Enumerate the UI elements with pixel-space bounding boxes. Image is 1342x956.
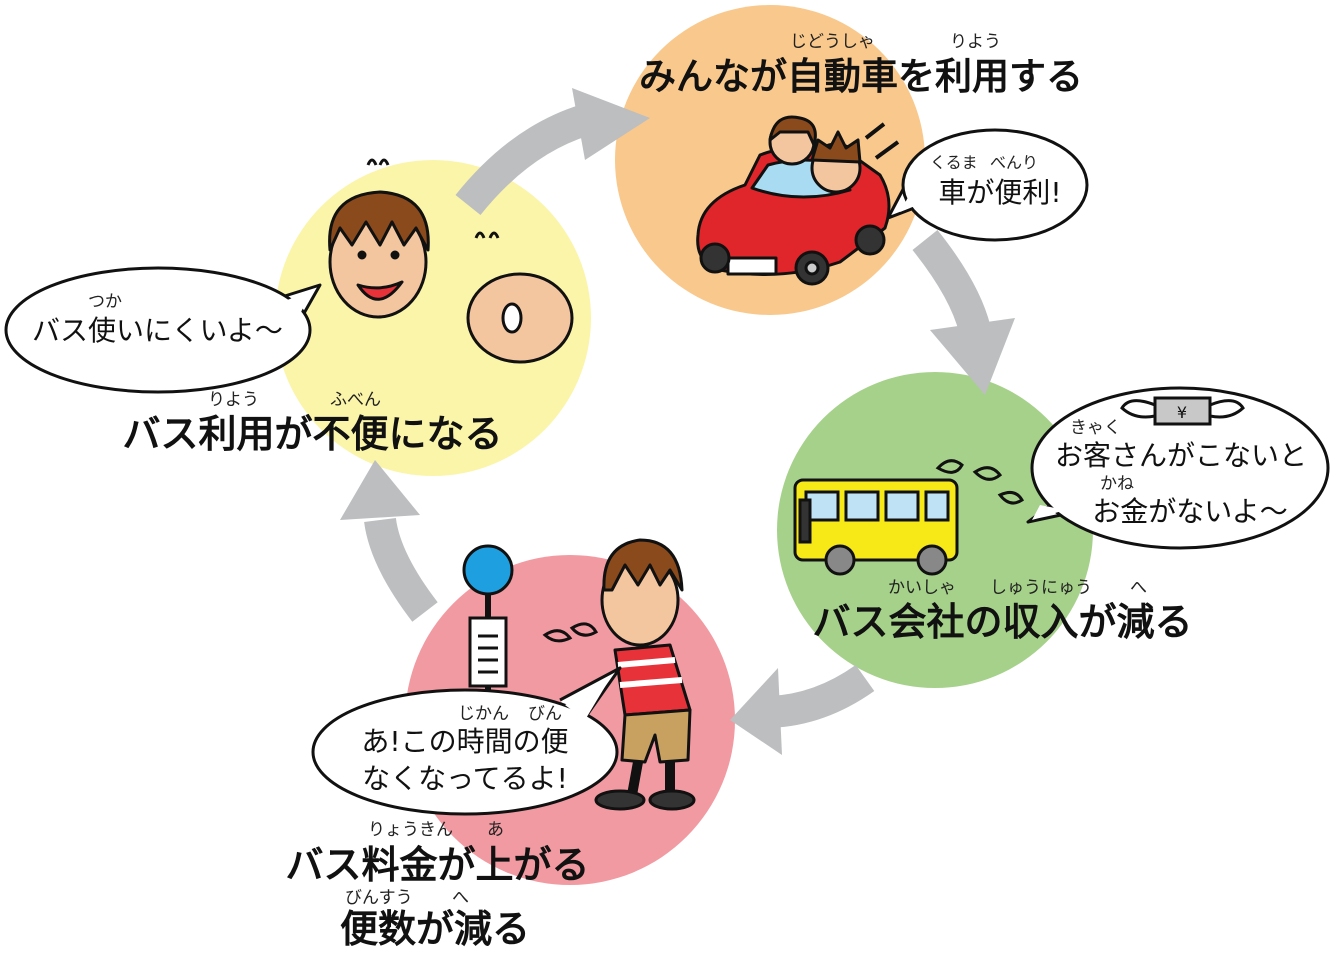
bubble-text-top: 車が便利!	[938, 176, 1062, 209]
left-title-ruby-2: ふべん	[330, 390, 381, 410]
bubble-text-left: バス使いにくいよ〜	[32, 314, 283, 347]
sweat-drops-bottom	[542, 622, 599, 643]
flying-money-icon: ¥	[1120, 396, 1245, 426]
bottom-title-ruby-3: びんすう	[345, 888, 413, 908]
svg-text:¥: ¥	[1177, 403, 1187, 422]
top-bubble-ruby-2: べんり	[990, 153, 1039, 172]
top-title-ruby-1: じどうしゃ	[790, 32, 875, 52]
speech-bubble-top	[886, 128, 1089, 242]
bubble-text-bottom-line-2: なくなってるよ!	[362, 762, 568, 795]
bottom-bubble-ruby-2: びん	[528, 704, 562, 724]
bubble-text-bottom-line-1: あ!この時間の便	[361, 725, 569, 758]
bus-illustration	[793, 478, 959, 576]
bottom-title-ruby-1: りょうきん	[368, 820, 453, 840]
stage-title-left: バス利用が不便になる	[122, 412, 503, 456]
speech-bubble-bottom	[311, 666, 622, 816]
stage-title-bottom-line-2: 便数が減る	[340, 907, 531, 951]
bus-stop-illustration	[462, 544, 514, 720]
left-bubble-ruby-1: つか	[88, 292, 122, 312]
top-bubble-ruby-1: くるま	[930, 153, 978, 172]
right-title-ruby-3: へ	[1130, 578, 1147, 598]
left-title-ruby-1: りよう	[208, 390, 259, 410]
car-illustration	[696, 115, 900, 286]
speech-bubble-right	[1026, 386, 1330, 550]
sweat-drops-right	[935, 459, 1025, 505]
bubble-text-right-line-2: お金がないよ〜	[1092, 495, 1288, 528]
right-title-ruby-1: かいしゃ	[888, 578, 956, 598]
right-bubble-ruby-2: かね	[1100, 474, 1134, 494]
bottom-title-ruby-4: へ	[452, 888, 469, 908]
stage-title-right: バス会社の収入が減る	[812, 600, 1193, 644]
boy-illustration	[594, 538, 696, 811]
cycle-arrow-top-to-right	[912, 230, 1015, 395]
faces-illustration	[328, 158, 574, 364]
bottom-title-ruby-2: あ	[487, 820, 504, 840]
stage-title-bottom-line-1: バス料金が上がる	[285, 843, 590, 887]
right-bubble-ruby-1: きゃく	[1070, 418, 1121, 438]
cycle-arrow-left-to-top	[455, 88, 650, 216]
right-title-ruby-2: しゅうにゅう	[990, 578, 1092, 598]
bottom-bubble-ruby-1: じかん	[458, 704, 509, 724]
cycle-arrow-right-to-bottom	[730, 664, 875, 755]
stage-title-top: みんなが自動車を利用する	[639, 55, 1083, 98]
speech-bubble-left	[4, 266, 322, 394]
top-title-ruby-2: りよう	[950, 32, 1001, 52]
bubble-text-right-line-1: お客さんがこないと	[1055, 439, 1308, 472]
cycle-arrow-bottom-to-left	[340, 460, 438, 622]
